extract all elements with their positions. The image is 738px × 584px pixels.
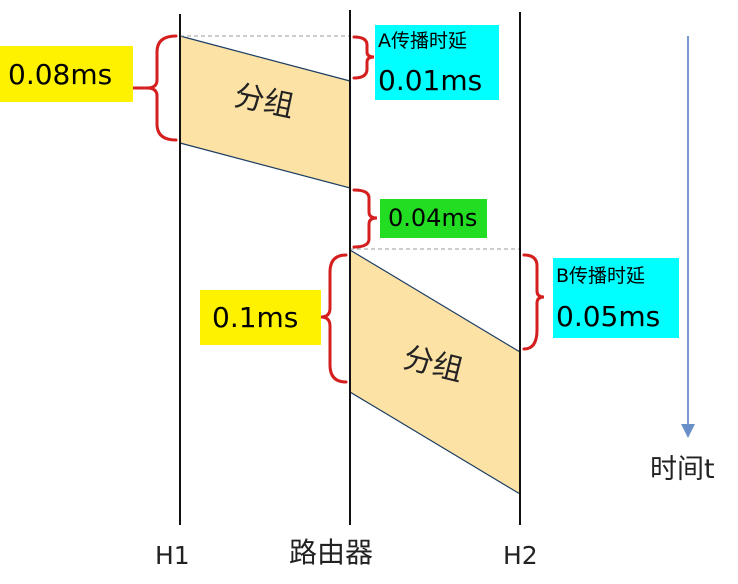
- b-propagation-title-label: B传播时延: [553, 258, 679, 295]
- b-propagation-value-label: 0.05ms: [553, 295, 679, 338]
- time-axis-label: 时间t: [650, 454, 715, 485]
- h1-transmission-delay-label: 0.08ms: [0, 46, 133, 102]
- time-axis-arrowhead: [681, 424, 695, 438]
- router-wait-brace: [352, 188, 378, 249]
- b-propagation-brace: [522, 253, 545, 351]
- router-transmission-brace: [320, 253, 348, 384]
- a-propagation-title-label: A传播时延: [375, 25, 499, 59]
- router-wait-label: 0.04ms: [380, 199, 487, 238]
- router-label: 路由器: [289, 536, 374, 569]
- router-transmission-delay-label: 0.1ms: [200, 290, 321, 345]
- a-propagation-value-label: 0.01ms: [375, 59, 499, 100]
- h2-label: H2: [503, 541, 538, 570]
- h1-transmission-brace: [146, 34, 178, 142]
- h1-label: H1: [155, 541, 190, 570]
- a-propagation-brace: [352, 35, 375, 80]
